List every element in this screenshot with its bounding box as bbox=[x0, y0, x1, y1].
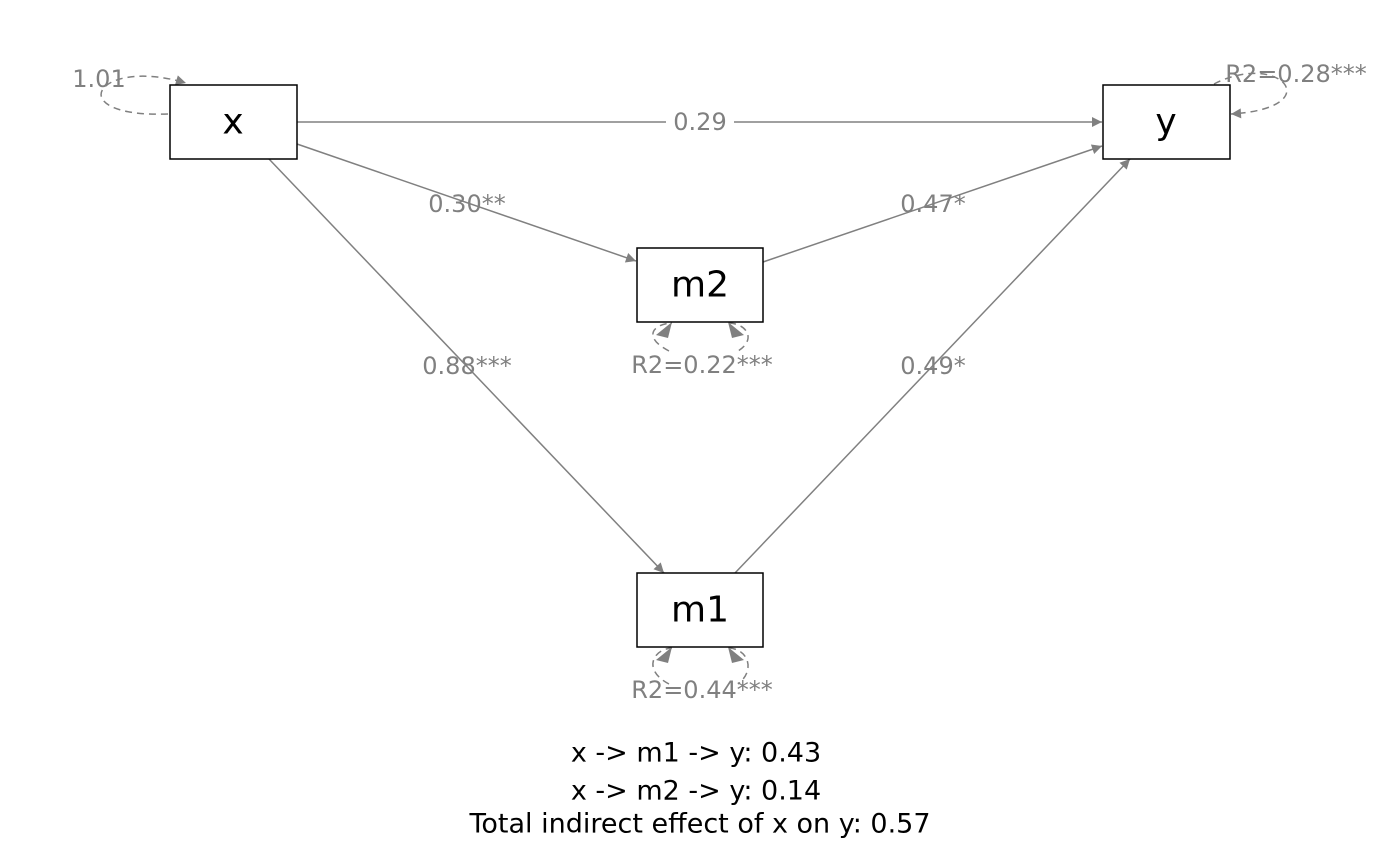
variance-loop-m1-arrow-right bbox=[728, 647, 744, 663]
svg-text:m2: m2 bbox=[671, 265, 729, 306]
path-m1-to-y bbox=[734, 158, 1131, 574]
variance-loop-m1 bbox=[652, 647, 749, 685]
label-x-m1: 0.88*** bbox=[422, 352, 511, 380]
label-x-y: 0.29 bbox=[666, 108, 734, 136]
variance-loop-m2-arrow-left bbox=[656, 322, 672, 338]
label-m1-y: 0.49* bbox=[900, 352, 965, 380]
variance-label-x: 1.01 bbox=[72, 65, 125, 93]
svg-text:0.29: 0.29 bbox=[673, 108, 726, 136]
indirect-effect-m2: x -> m2 -> y: 0.14 bbox=[571, 776, 821, 807]
variance-label-m2: R2=0.22*** bbox=[631, 351, 773, 379]
variance-loop-y bbox=[1213, 72, 1288, 119]
label-x-m2: 0.30** bbox=[428, 190, 505, 218]
svg-text:m1: m1 bbox=[671, 590, 729, 631]
node-m1: m1 bbox=[636, 572, 764, 648]
variance-loop-m1-arrow-left bbox=[656, 647, 672, 663]
variance-label-m1: R2=0.44*** bbox=[631, 676, 773, 704]
indirect-effect-m1: x -> m1 -> y: 0.43 bbox=[571, 738, 821, 769]
path-x-to-m1 bbox=[268, 158, 665, 574]
path-m2-to-y bbox=[762, 144, 1103, 263]
label-m2-y: 0.47* bbox=[900, 190, 965, 218]
path-x-to-m2 bbox=[296, 143, 637, 263]
variance-loop-m2 bbox=[652, 322, 749, 352]
variance-label-y: R2=0.28*** bbox=[1225, 60, 1367, 88]
total-indirect-effect: Total indirect effect of x on y: 0.57 bbox=[468, 809, 930, 840]
variance-loop-x bbox=[100, 75, 187, 115]
svg-text:x: x bbox=[222, 102, 243, 143]
node-x: x bbox=[169, 84, 298, 160]
variance-loop-m2-arrow-right bbox=[728, 322, 744, 338]
node-y: y bbox=[1102, 84, 1231, 160]
node-m2: m2 bbox=[636, 247, 764, 323]
svg-text:y: y bbox=[1155, 102, 1176, 143]
